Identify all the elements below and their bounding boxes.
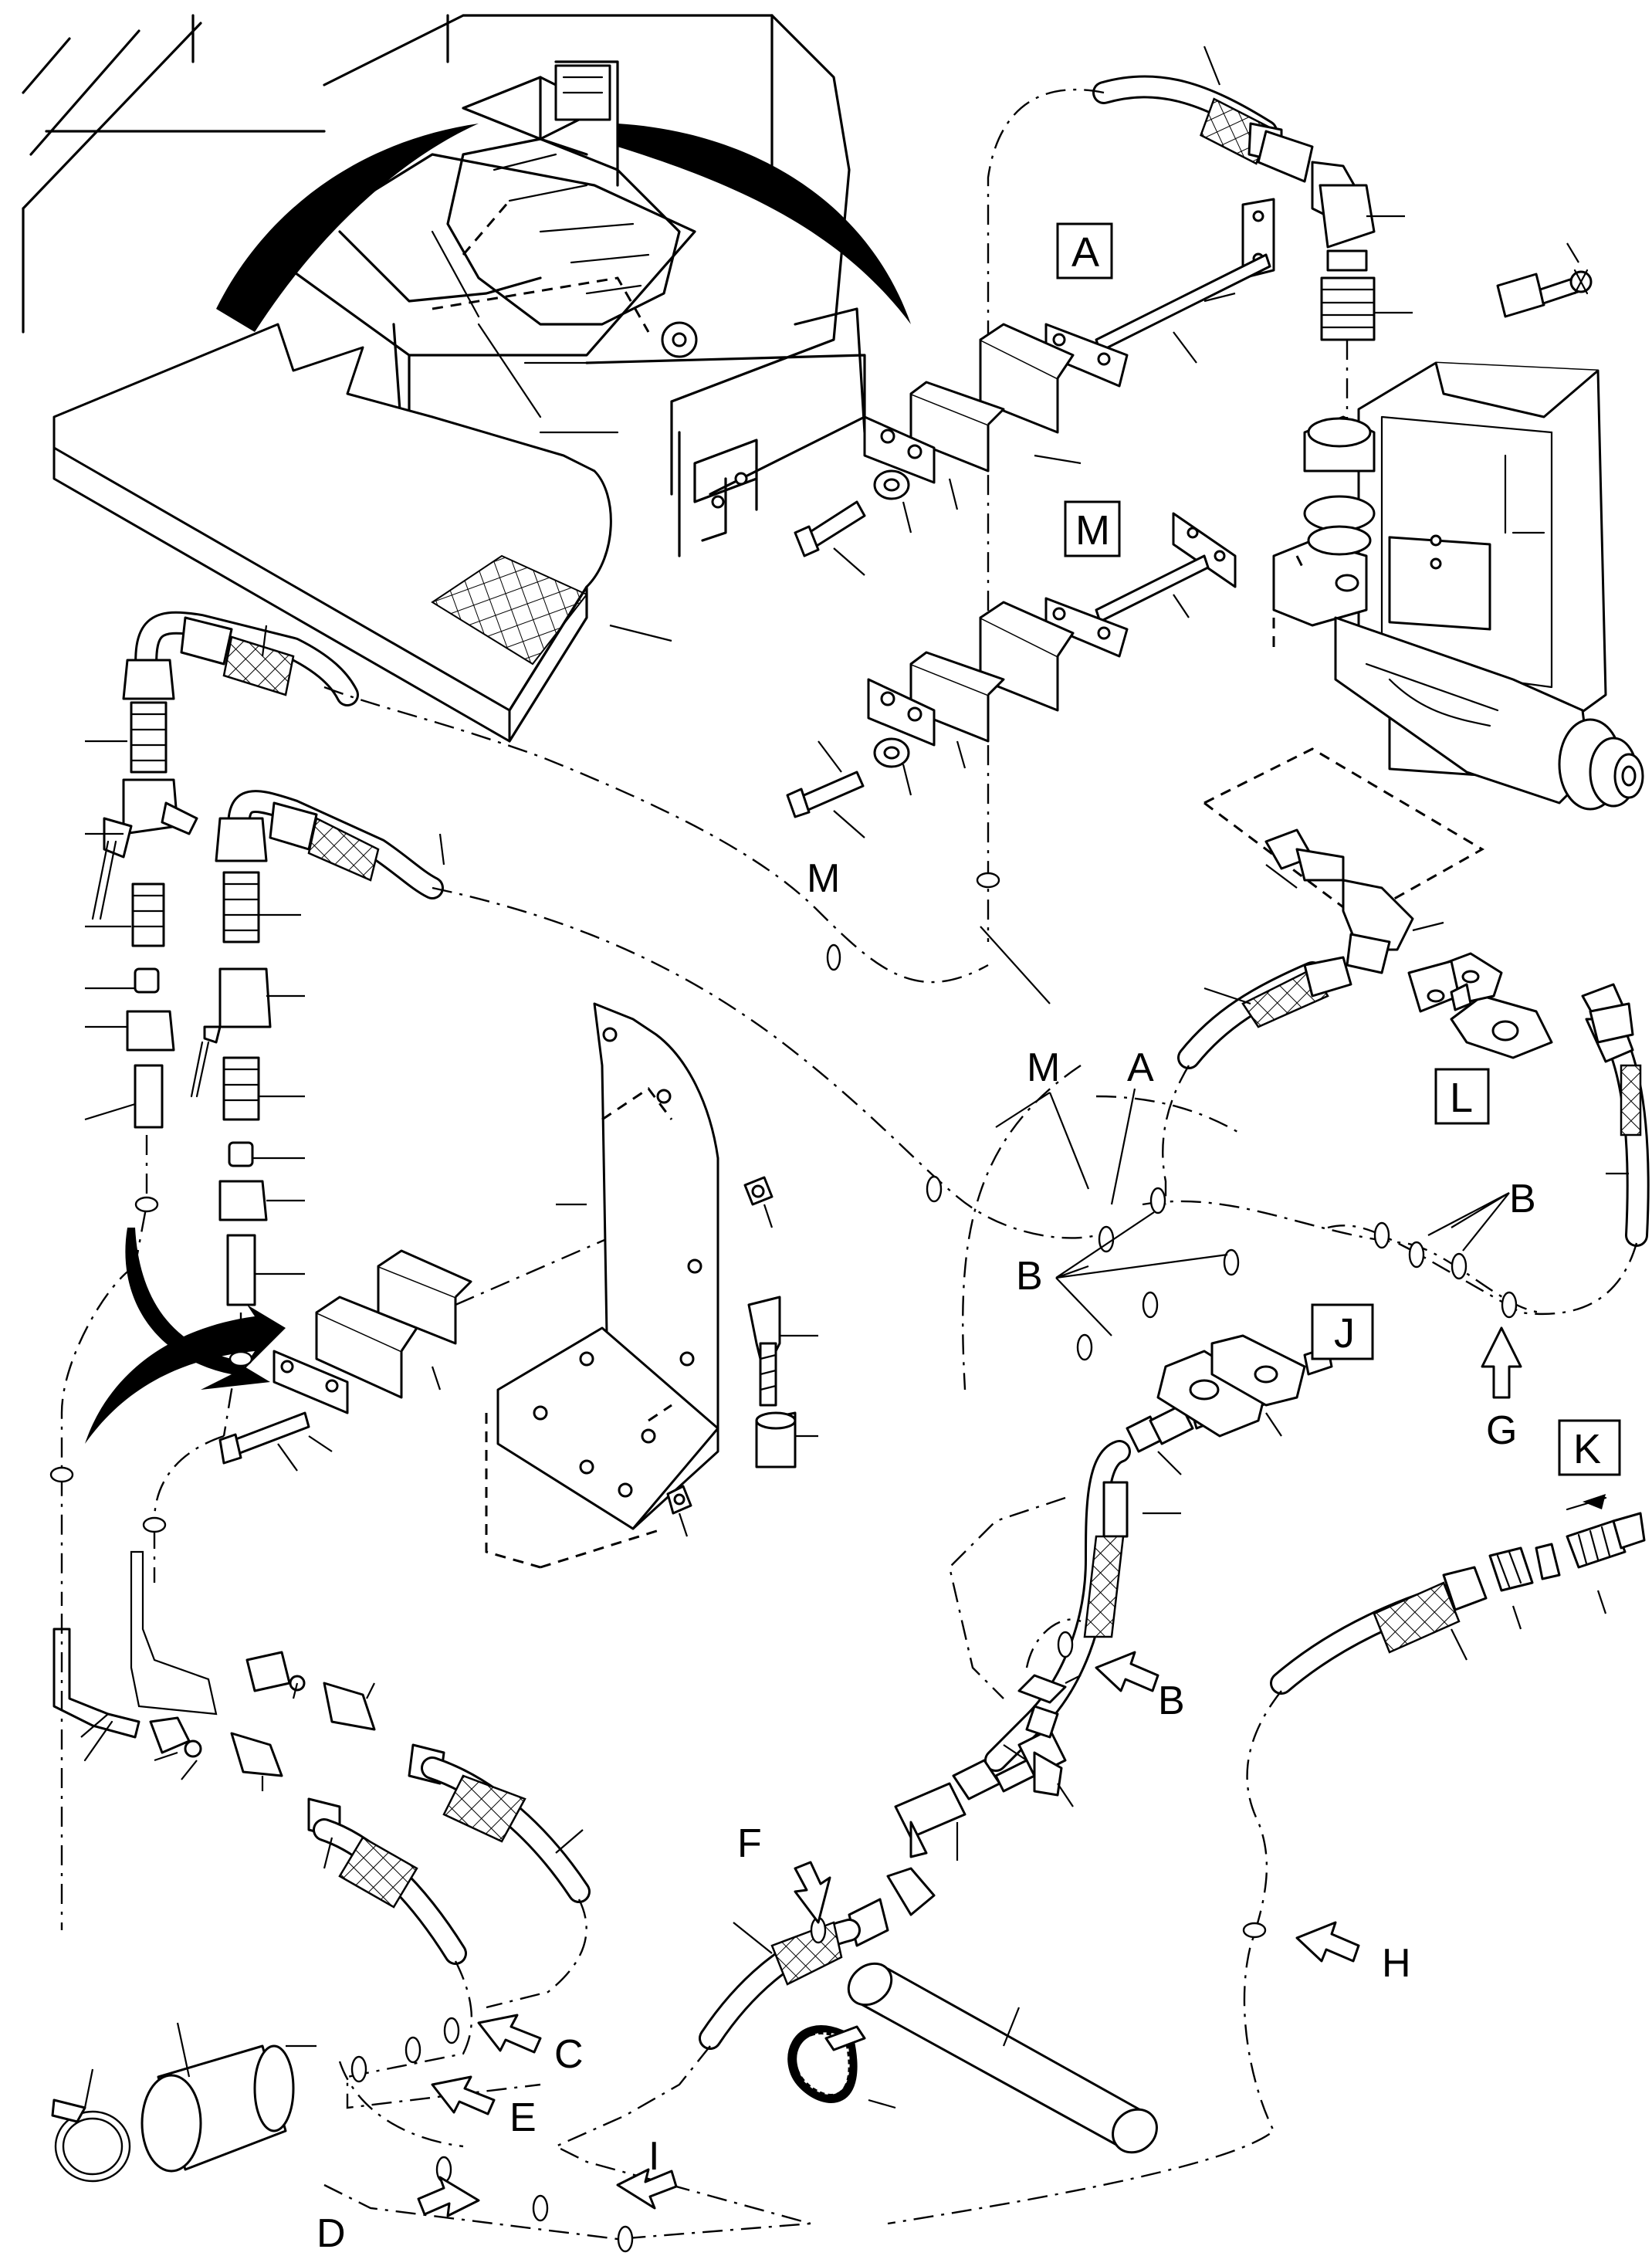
callout-E: E xyxy=(509,2095,537,2140)
callout-G: G xyxy=(1486,1408,1517,1453)
hose-A-upper xyxy=(987,46,1413,942)
callout-A1: A xyxy=(1127,1045,1154,1090)
callout-rings xyxy=(49,872,1518,2253)
left-hose-2 xyxy=(190,790,445,1437)
bolt-top-right xyxy=(1496,242,1593,318)
machine-overview xyxy=(22,14,911,557)
left-hose-1 xyxy=(84,611,359,1267)
lower-left-hoses xyxy=(52,1550,591,2109)
detail-label-box-K xyxy=(1558,1419,1621,1476)
detail-A-bracket: A xyxy=(794,198,1275,576)
detail-label-box-L xyxy=(1434,1068,1490,1125)
middle-clamp xyxy=(218,1203,696,1472)
hose-A-lower xyxy=(1162,828,1444,1204)
flange-J: J xyxy=(1156,1303,1374,1438)
detail-label-M: M xyxy=(1075,507,1110,554)
detail-M-bracket: M xyxy=(786,500,1237,838)
callout-B3: B xyxy=(1158,1678,1185,1723)
callout-I: I xyxy=(648,2134,659,2179)
callout-C: C xyxy=(554,2032,584,2077)
callout-H: H xyxy=(1382,1941,1411,1986)
detail-label-box-M xyxy=(1064,500,1121,557)
pointer-arrows xyxy=(417,1326,1522,2217)
hose-clamp-center xyxy=(787,2025,896,2109)
detail-label-box-J xyxy=(1311,1303,1374,1360)
detail-label-box-A xyxy=(1056,222,1113,279)
detail-label-A: A xyxy=(1071,229,1099,276)
callout-M1: M xyxy=(807,856,840,901)
mounting-bracket xyxy=(485,1002,818,1569)
routing-lines xyxy=(60,686,1545,2241)
detail-label-K: K xyxy=(1573,1426,1601,1472)
left-curved-arrows xyxy=(60,1228,286,1606)
flange-L: L xyxy=(1327,952,1650,1316)
callout-letters: M M A B B B G H F C E D I xyxy=(317,856,1536,2256)
hose-clamp-left xyxy=(51,2068,131,2183)
callout-B1: B xyxy=(1016,1254,1043,1299)
callout-B2: B xyxy=(1509,1177,1536,1221)
straight-tube xyxy=(847,1962,1158,2154)
floor-mat xyxy=(52,323,672,743)
protective-sleeve xyxy=(140,2022,317,2173)
detail-label-L: L xyxy=(1450,1075,1473,1121)
callout-F: F xyxy=(737,1821,762,1866)
callout-M2: M xyxy=(1027,1045,1060,1090)
callout-D: D xyxy=(317,2211,346,2256)
valve-block xyxy=(1203,361,1644,920)
hose-K: K xyxy=(887,1419,1646,2225)
detail-label-J: J xyxy=(1334,1310,1355,1357)
